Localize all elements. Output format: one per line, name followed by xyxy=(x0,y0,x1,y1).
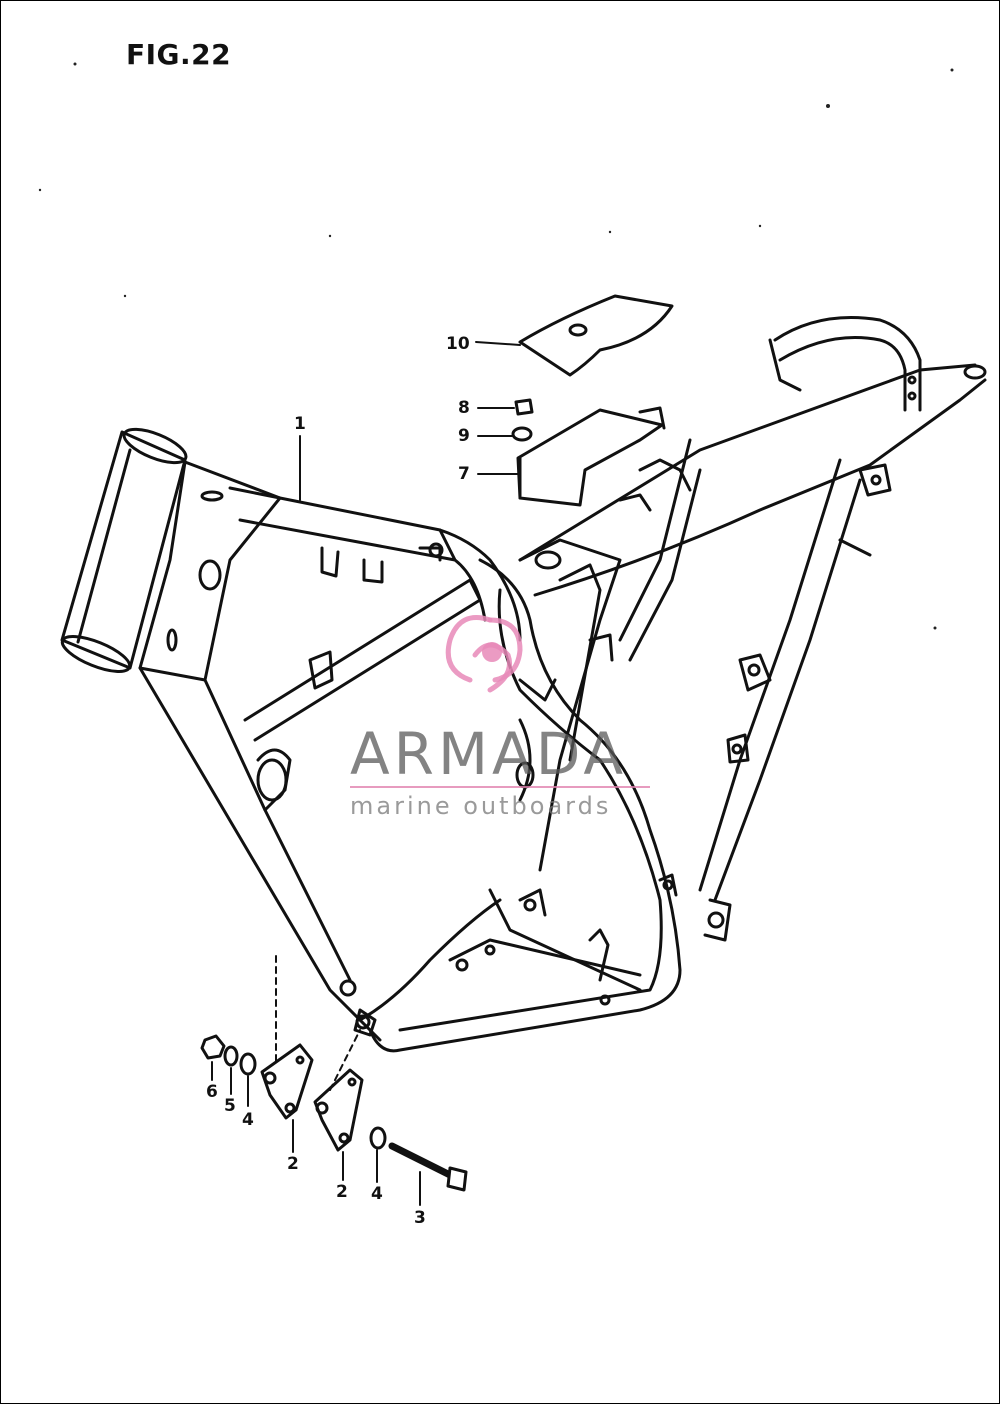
part-9-washer xyxy=(477,426,533,442)
down-tube xyxy=(138,666,382,1042)
top-tube-tabs xyxy=(320,546,384,584)
callout-1: 1 xyxy=(294,414,306,434)
part-2-plate-left xyxy=(260,955,314,1153)
part-5-lockwasher xyxy=(223,1045,239,1095)
rear-loop xyxy=(768,316,922,412)
callout-10: 10 xyxy=(446,334,470,354)
callout-2-right: 2 xyxy=(336,1182,348,1202)
figure-title: FIG.22 xyxy=(126,38,232,71)
cross-tube xyxy=(243,578,482,742)
engine-cradle xyxy=(448,888,642,1006)
part-4-washer-right xyxy=(369,1126,387,1183)
part-8-bolt xyxy=(477,398,534,416)
top-tube xyxy=(228,486,522,642)
callout-7: 7 xyxy=(458,464,470,484)
rear-subframe xyxy=(518,363,987,597)
callout-4-left: 4 xyxy=(242,1110,254,1130)
head-tube xyxy=(60,427,188,673)
callout-4-right: 4 xyxy=(371,1184,383,1204)
part-3-bolt xyxy=(388,1142,468,1206)
callout-8: 8 xyxy=(458,398,470,418)
pivot-tabs xyxy=(339,979,377,1037)
callout-3: 3 xyxy=(414,1208,426,1228)
part-2-plate-right xyxy=(313,1029,364,1181)
scan-specks xyxy=(38,62,954,630)
part-6-nut xyxy=(200,1034,226,1081)
callout-5: 5 xyxy=(224,1096,236,1116)
callout-6: 6 xyxy=(206,1082,218,1102)
rear-down-tubes xyxy=(588,438,892,942)
part-4-washer-left xyxy=(239,1052,257,1107)
part-10-cover xyxy=(475,294,674,377)
callout-2-left: 2 xyxy=(287,1154,299,1174)
callout-9: 9 xyxy=(458,426,470,446)
part-7-bracket xyxy=(477,406,666,507)
center-spine xyxy=(515,538,622,872)
